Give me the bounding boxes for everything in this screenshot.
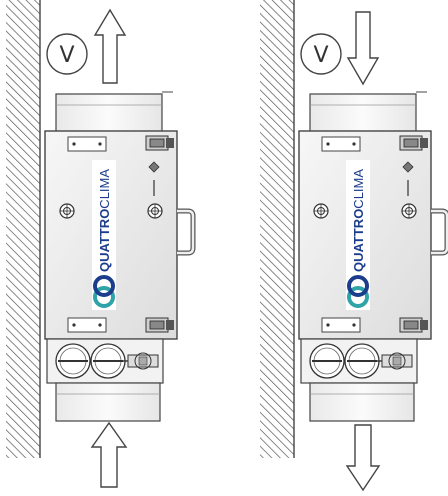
screw-left: [59, 203, 75, 219]
svg-text:QUATTROCLIMA: QUATTROCLIMA: [97, 169, 112, 272]
double-circle-logo-icon: [93, 275, 115, 308]
wall-hatch-left: [6, 0, 40, 458]
arrow-up-icon: [90, 421, 128, 488]
speed-badge: V: [300, 33, 342, 75]
arrow-down-icon: [346, 11, 380, 86]
duct-top: [309, 91, 427, 135]
screw-right: [401, 203, 417, 219]
unit-panel: QUATTROCLIMA: [298, 130, 448, 340]
unit-right: V: [260, 0, 448, 492]
latch-top: [145, 135, 174, 151]
arrow-down-icon: [345, 424, 381, 492]
wall-hatch-right: [260, 0, 294, 458]
duct-bottom: [55, 382, 161, 422]
svg-text:QUATTROCLIMA: QUATTROCLIMA: [351, 169, 366, 272]
double-circle-logo-icon: [347, 275, 369, 308]
duct-top: [55, 91, 173, 135]
svg-text:V: V: [59, 43, 74, 68]
fan-section: [300, 338, 418, 384]
duct-bottom: [309, 382, 415, 422]
arrow-up-icon: [93, 8, 127, 84]
svg-text:V: V: [313, 43, 328, 68]
latch-bottom: [145, 317, 174, 333]
speed-badge: V: [46, 33, 88, 75]
brand-label: QUATTROCLIMA: [92, 160, 116, 310]
latch-bottom: [399, 317, 428, 333]
latch-top: [399, 135, 428, 151]
unit-panel: QUATTROCLIMA: [44, 130, 196, 340]
brand-label: QUATTROCLIMA: [346, 160, 370, 310]
fan-section: [46, 338, 164, 384]
unit-left: V: [6, 0, 196, 488]
screw-right: [147, 203, 163, 219]
screw-left: [313, 203, 329, 219]
